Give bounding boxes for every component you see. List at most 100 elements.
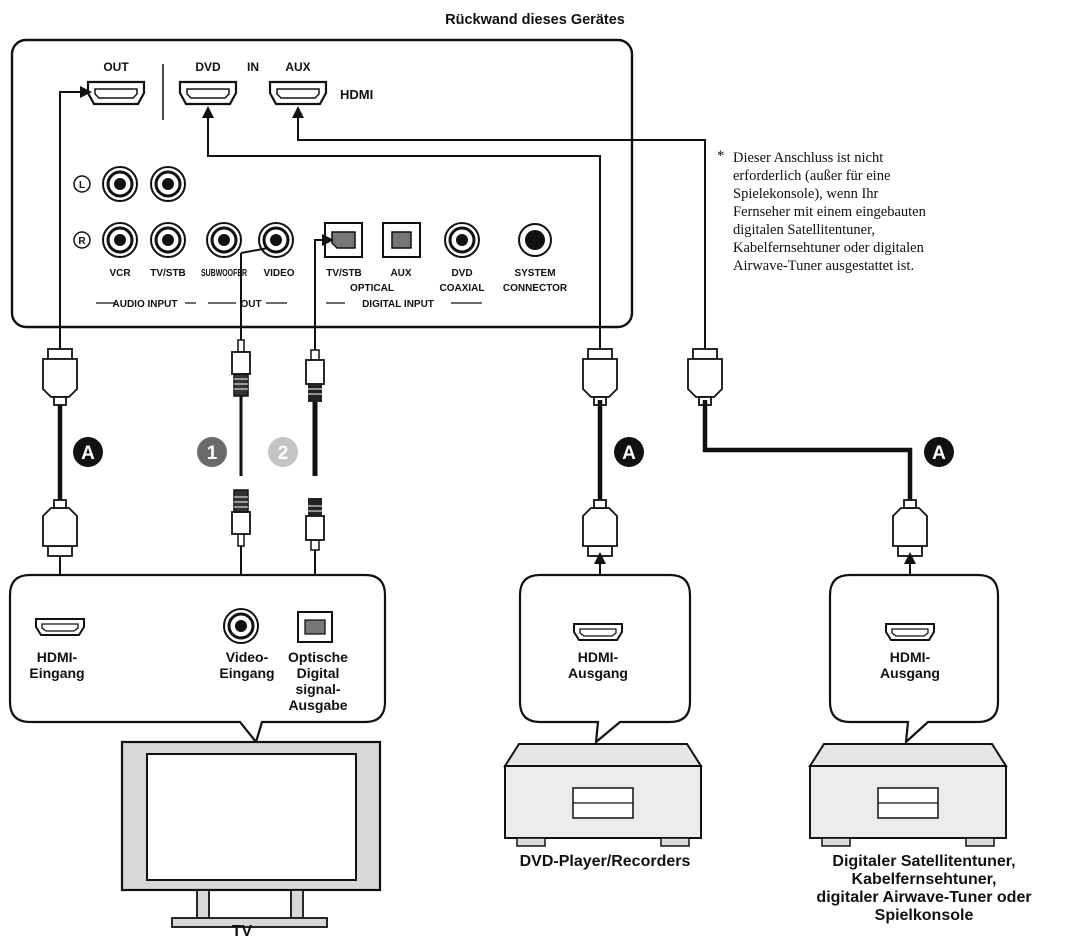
monitor-out-label: OUT xyxy=(240,299,261,310)
tv-video-in-jack xyxy=(222,607,260,645)
video-label: VIDEO xyxy=(263,268,294,279)
cable-badge-2: 2 xyxy=(268,437,298,467)
tv-optical-label-1: Optische xyxy=(288,649,348,665)
tv-video-label-2: Eingang xyxy=(219,665,274,681)
hdmi-plug-top-1 xyxy=(42,348,78,406)
optical-plug-top xyxy=(305,349,325,403)
tvstb-label: TV/STB xyxy=(150,268,186,279)
footnote-marker: * xyxy=(717,148,724,164)
tvstb-left-jack xyxy=(149,165,187,203)
footnote-line-4: Fernseher mit einem eingebauten xyxy=(733,204,927,220)
coaxial-label: COAXIAL xyxy=(440,283,485,294)
video-cable-link xyxy=(240,247,269,254)
dvd-hdmi-out-port xyxy=(573,623,623,641)
hdmi-plug-bottom-dvd xyxy=(582,499,618,557)
hdmi-dvd-port xyxy=(178,80,238,106)
footnote-line-1: Dieser Anschluss ist nicht xyxy=(733,150,883,166)
audio-input-label: AUDIO INPUT xyxy=(113,299,178,310)
optical-tvstb-port xyxy=(324,222,363,258)
hdmi-plug-bottom-sat xyxy=(892,499,928,557)
tv-optical-label-2: Digital xyxy=(297,665,340,681)
tv-hdmi-in-port xyxy=(35,618,85,636)
dvd-player-icon xyxy=(504,743,702,847)
vcr-label: VCR xyxy=(109,268,131,279)
opt-tvstb-label: TV/STB xyxy=(326,268,362,279)
opt-aux-label: AUX xyxy=(390,268,411,279)
subwoofer-jack xyxy=(205,221,243,259)
rca-plug-bottom xyxy=(231,489,251,547)
svg-text:2: 2 xyxy=(278,443,289,464)
svg-text:A: A xyxy=(81,443,95,464)
cable-badge-a-dvd: A xyxy=(614,437,644,467)
hdmi-group-label: HDMI xyxy=(340,87,373,102)
tv-port-callout xyxy=(8,573,387,745)
hdmi-plug-bottom-1 xyxy=(42,499,78,557)
hdmi-in-label: IN xyxy=(247,60,259,74)
sat-caption-2: Kabelfernsehtuner, xyxy=(852,871,997,888)
hdmi-out-label: OUT xyxy=(103,60,129,74)
footnote-line-6: Kabelfernsehtuner oder digitalen xyxy=(733,240,925,256)
digital-input-label: DIGITAL INPUT xyxy=(362,299,434,310)
hdmi-cable-sat xyxy=(702,400,913,505)
tv-hdmi-label-1: HDMI- xyxy=(37,649,78,665)
svg-text:A: A xyxy=(622,443,636,464)
hdmi-aux-port xyxy=(268,80,328,106)
left-marker-icon xyxy=(73,175,91,193)
sat-caption-4: Spielkonsole xyxy=(875,907,974,924)
sat-caption-1: Digitaler Satellitentuner, xyxy=(832,853,1015,870)
tv-optical-out-port xyxy=(297,611,333,643)
rear-panel-title: Rückwand dieses Gerätes xyxy=(445,12,625,28)
footnote-line-7: Airwave-Tuner ausgestattet ist. xyxy=(733,258,914,274)
tv-caption: TV xyxy=(232,923,253,938)
hdmi-plug-top-sat xyxy=(687,348,723,406)
tv-icon xyxy=(120,740,382,928)
optical-plug-bottom xyxy=(305,497,325,551)
vcr-right-jack xyxy=(101,221,139,259)
left-marker: L xyxy=(79,180,85,191)
footnote-line-3: Spielekonsole), wenn Ihr xyxy=(733,186,879,202)
tv-optical-label-4: Ausgabe xyxy=(288,697,347,713)
optical-label: OPTICAL xyxy=(350,283,394,294)
footnote-line-2: erforderlich (außer für eine xyxy=(733,168,890,184)
sat-hdmi-out-port xyxy=(885,623,935,641)
optical-aux-port xyxy=(382,222,421,258)
sat-hdmi-label-2: Ausgang xyxy=(880,665,940,681)
sat-tuner-icon xyxy=(809,743,1007,847)
sat-hdmi-label-1: HDMI- xyxy=(890,649,931,665)
video-out-jack xyxy=(257,221,295,259)
hdmi-plug-top-dvd xyxy=(582,348,618,406)
hdmi-out-port xyxy=(86,80,146,106)
tv-hdmi-label-2: Eingang xyxy=(29,665,84,681)
hdmi-out-cable-route xyxy=(59,86,92,353)
dvd-port-callout xyxy=(518,573,692,745)
vcr-left-jack xyxy=(101,165,139,203)
right-marker: R xyxy=(78,236,86,247)
system-label: SYSTEM xyxy=(514,268,555,279)
cable-badge-a-tv: A xyxy=(73,437,103,467)
dvd-hdmi-cable-route xyxy=(202,106,601,353)
cable-badge-a-sat: A xyxy=(924,437,954,467)
tvstb-right-jack xyxy=(149,221,187,259)
dvd-label: DVD xyxy=(451,268,472,279)
hdmi-dvd-label: DVD xyxy=(195,60,221,74)
rca-plug-top xyxy=(231,339,251,397)
tv-video-label-1: Video- xyxy=(226,649,269,665)
right-marker-icon xyxy=(73,231,91,249)
system-connector-port xyxy=(518,223,552,257)
svg-text:1: 1 xyxy=(207,443,218,464)
dvd-caption: DVD-Player/Recorders xyxy=(520,853,691,870)
sat-port-callout xyxy=(828,573,1000,745)
cable-badge-1: 1 xyxy=(197,437,227,467)
connector-label: CONNECTOR xyxy=(503,283,568,294)
hdmi-aux-label: AUX xyxy=(285,60,310,74)
tv-optical-label-3: signal- xyxy=(295,681,340,697)
dvd-hdmi-label-2: Ausgang xyxy=(568,665,628,681)
subwoofer-label: SUBWOOFER xyxy=(201,268,248,279)
dvd-hdmi-label-1: HDMI- xyxy=(578,649,619,665)
optical-cable-route xyxy=(314,234,334,350)
sat-caption-3: digitaler Airwave-Tuner oder xyxy=(816,889,1031,906)
dvd-coaxial-jack xyxy=(443,221,481,259)
svg-text:A: A xyxy=(932,443,946,464)
